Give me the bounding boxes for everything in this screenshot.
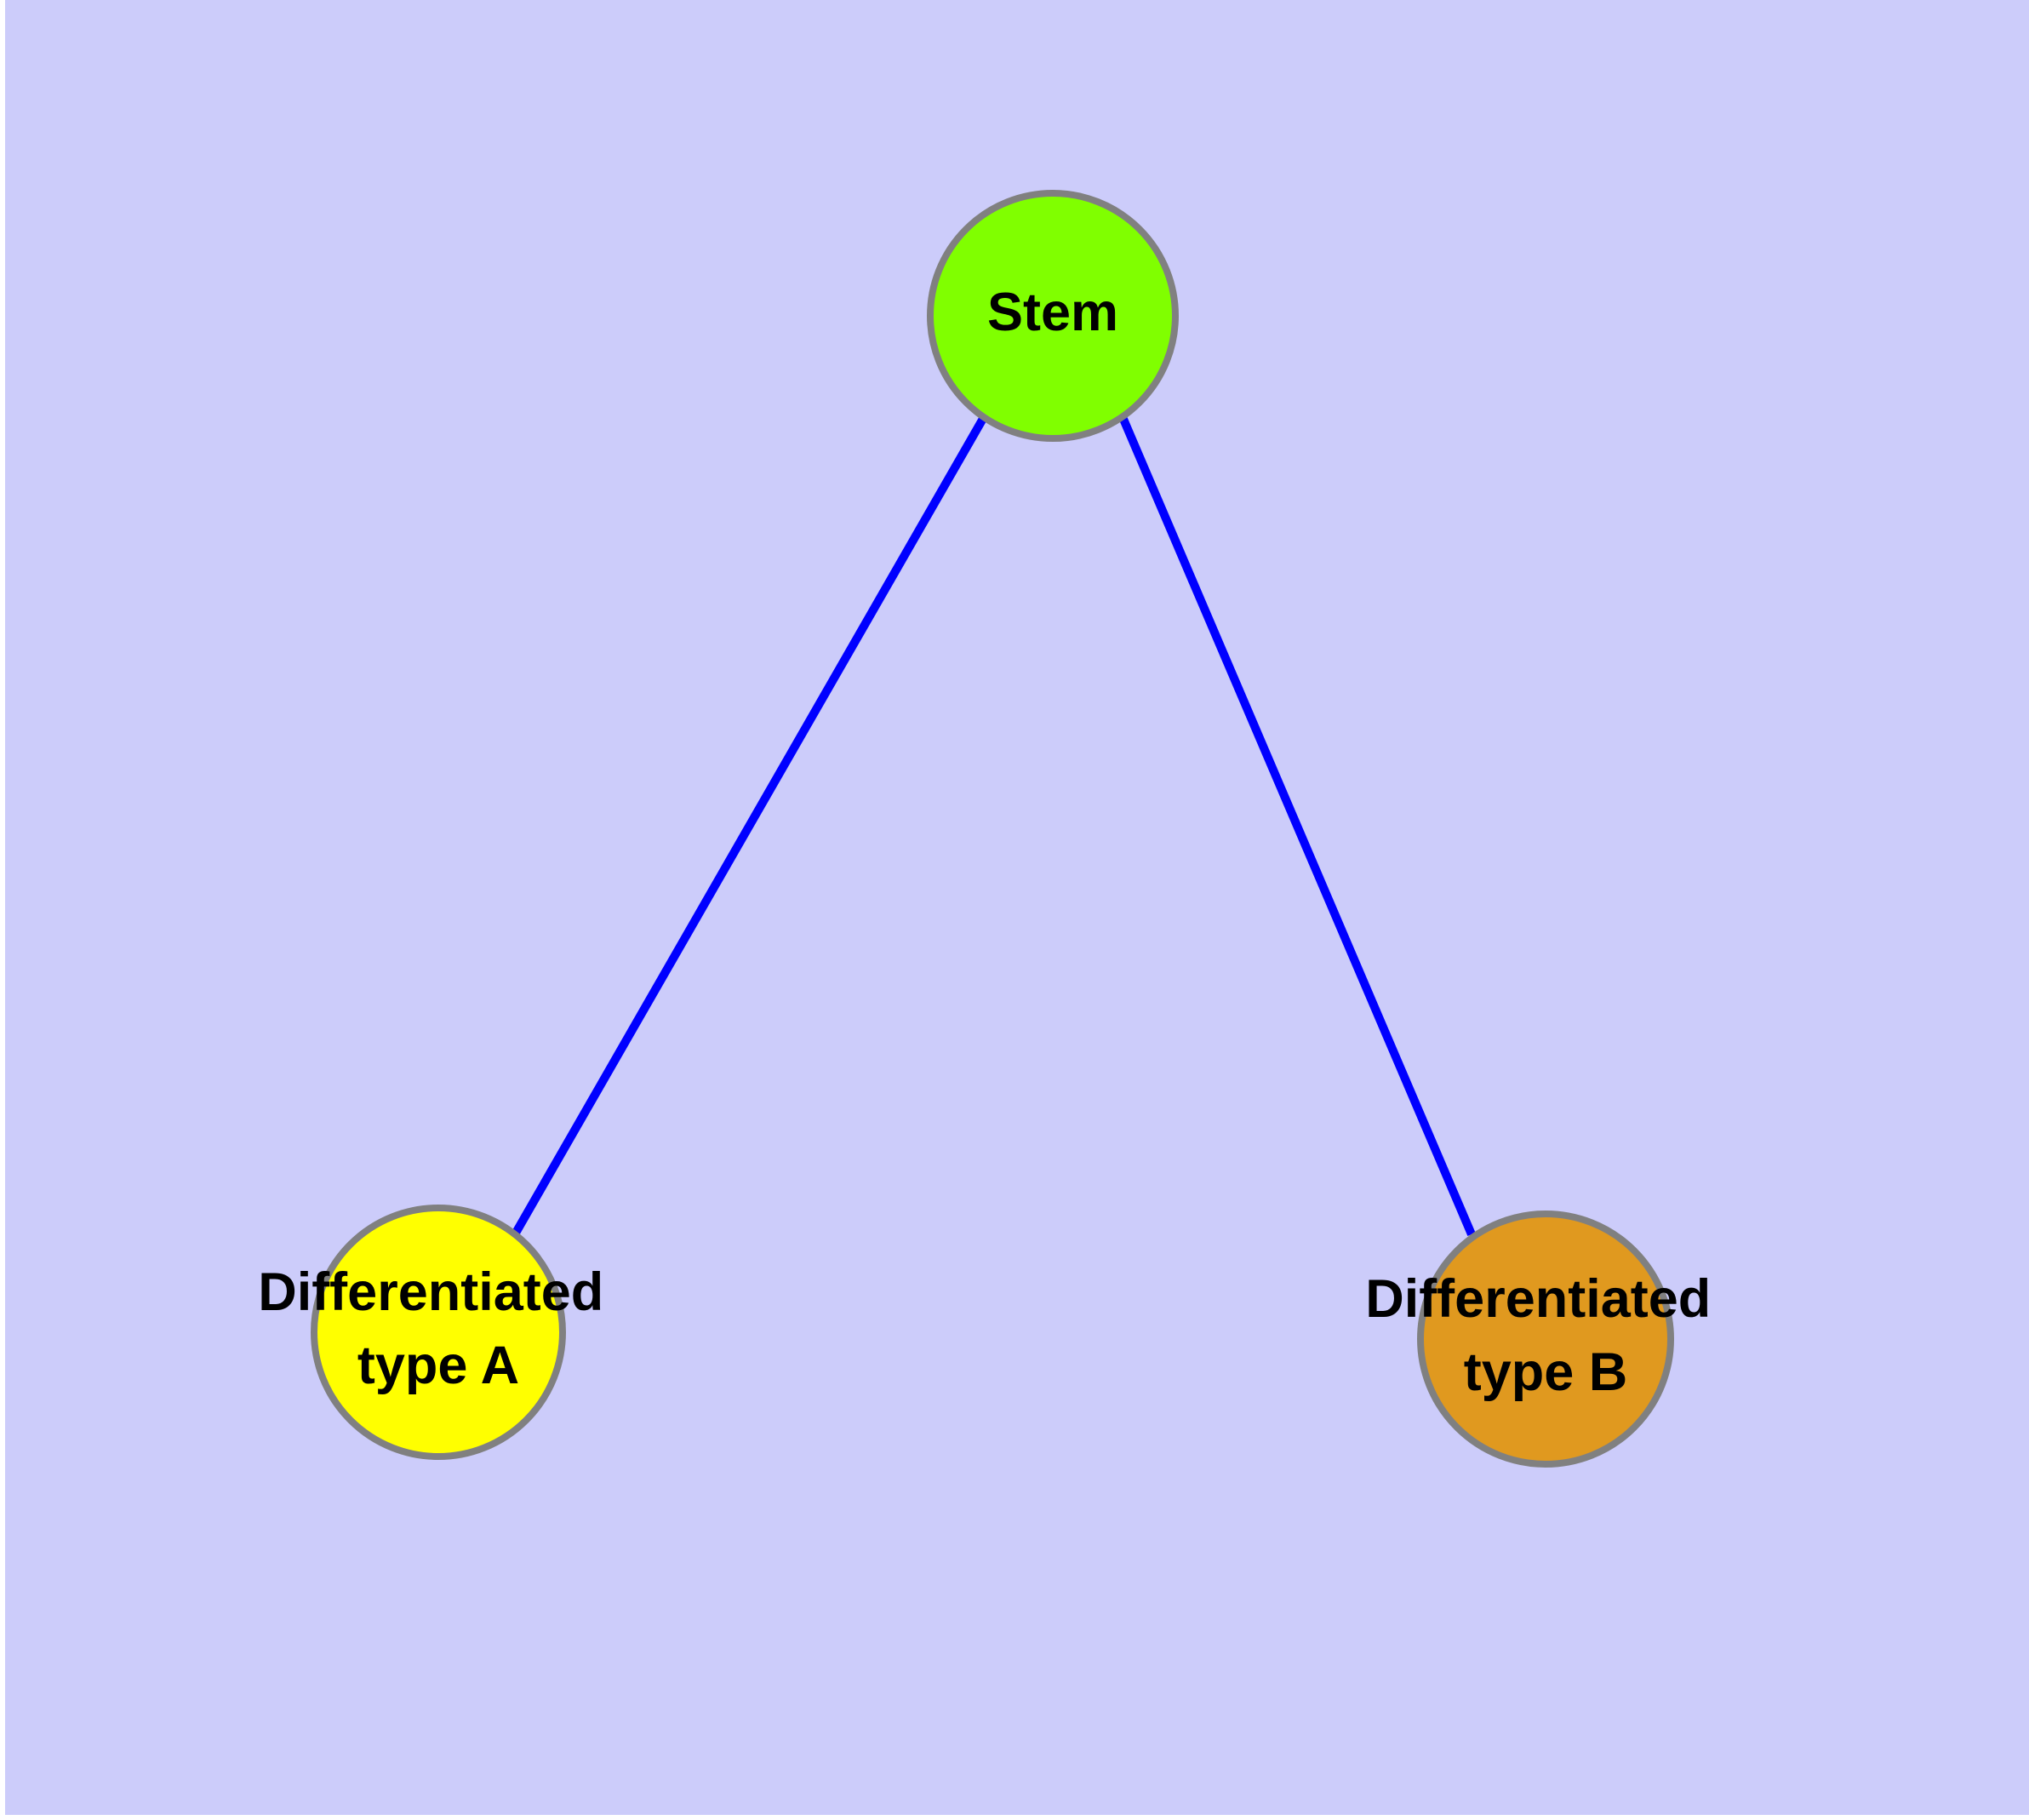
edge-layer [511,415,1476,1237]
node-diff-a-label-line-1: Differentiated [258,1262,603,1322]
diagram-plot-area: Stem Differentiated type A Differentiate… [5,0,2029,1815]
node-diff-b-label-line-1: Differentiated [1365,1269,1711,1329]
node-diff-a-label-line-2: type A [357,1336,519,1395]
node-stem-label: Stem [987,283,1118,342]
node-differentiated-type-a[interactable]: Differentiated type A [258,1205,619,1460]
node-stem[interactable]: Stem [927,190,1179,442]
edge-stem-to-diff-b[interactable] [1118,415,1476,1236]
node-diff-a-circle[interactable] [311,1205,566,1460]
node-diff-b-label-line-2: type B [1464,1342,1628,1402]
node-layer: Stem Differentiated type A Differentiate… [258,190,1726,1468]
node-diff-a-label: Differentiated type A [258,1262,619,1395]
node-differentiated-type-b[interactable]: Differentiated type B [1365,1210,1726,1468]
node-diff-b-circle[interactable] [1417,1210,1674,1468]
edge-stem-to-diff-a[interactable] [511,415,988,1237]
node-stem-circle[interactable] [927,190,1179,442]
node-diff-b-label: Differentiated type B [1365,1269,1726,1402]
node-stem-label-line-1: Stem [987,283,1118,342]
graph-svg: Stem Differentiated type A Differentiate… [258,190,1726,1468]
